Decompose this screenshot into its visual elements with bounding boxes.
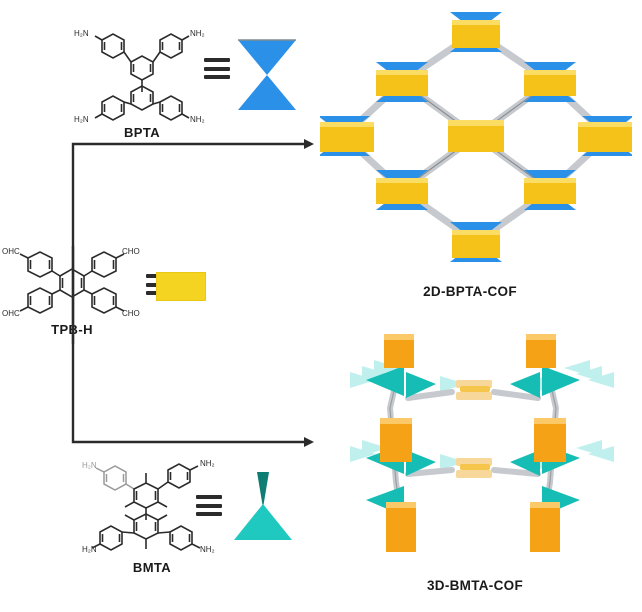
tpbh-group-aldehyde-2: CHO — [122, 247, 140, 256]
arrow-top-head — [304, 139, 314, 149]
cof-2d-node-top — [450, 12, 502, 52]
bmta-group-amine-3: H₂N — [82, 545, 97, 554]
arrow-top — [71, 142, 304, 344]
bpta-group-amine-4: NH₂ — [190, 115, 205, 124]
bmta-group-amine-2: NH₂ — [200, 459, 215, 468]
molecule-bpta-structure: H₂N NH₂ H₂N NH₂ — [72, 18, 212, 128]
bpta-group-amine-1: H₂N — [74, 29, 89, 38]
equivalence-sign-bpta — [204, 58, 230, 79]
cof-2d-node-upper-left — [376, 62, 428, 102]
cof-3d-network-svg — [350, 334, 614, 552]
equivalence-sign-bmta — [196, 495, 222, 516]
motif-blue-bowtie — [238, 38, 296, 112]
bmta-skeletal-svg: H₂N NH₂ H₂N NH₂ — [82, 459, 215, 554]
product-3d-bmta-cof-structure — [348, 322, 640, 577]
bmta-group-amine-4: NH₂ — [200, 545, 215, 554]
motif-teal-cone — [232, 470, 294, 544]
cof-2d-node-upper-right — [524, 62, 576, 102]
arrow-bottom — [71, 246, 304, 444]
cof-2d-node-lower-right — [524, 170, 576, 210]
label-bmta: BMTA — [132, 560, 172, 575]
label-2d-bpta-cof: 2D-BPTA-COF — [423, 284, 517, 299]
cof-2d-network-svg — [318, 12, 634, 262]
teal-cone-icon — [234, 472, 292, 540]
reaction-arrows — [71, 139, 314, 447]
label-3d-bmta-cof: 3D-BMTA-COF — [426, 578, 524, 593]
molecule-bmta-structure: H₂N NH₂ H₂N NH₂ — [82, 452, 222, 564]
cof-3d-central-linkers — [456, 380, 492, 478]
tpbh-group-aldehyde-3: OHC — [2, 309, 20, 318]
label-bpta: BPTA — [123, 125, 161, 140]
motif-yellow-rectangle — [156, 272, 206, 301]
tpbh-group-aldehyde-4: CHO — [122, 309, 140, 318]
tpbh-skeletal-svg: OHC CHO OHC CHO — [2, 247, 140, 318]
product-2d-bpta-cof-structure — [318, 8, 634, 285]
cof-2d-node-bottom — [450, 222, 502, 262]
cof-2d-node-right — [578, 116, 634, 156]
cof-2d-node-center — [448, 120, 504, 152]
tpbh-group-aldehyde-1: OHC — [2, 247, 20, 256]
bpta-group-amine-2: NH₂ — [190, 29, 205, 38]
blue-bowtie-icon — [238, 39, 296, 110]
cof-2d-node-lower-left — [376, 170, 428, 210]
bpta-group-amine-3: H₂N — [74, 115, 89, 124]
molecule-tpbh-structure: OHC CHO OHC CHO — [2, 246, 142, 324]
arrow-bottom-head — [304, 437, 314, 447]
cof-2d-node-left — [318, 116, 374, 156]
bmta-group-amine-1: H₂N — [82, 461, 97, 470]
cof-3d-orange-linkers — [380, 334, 566, 552]
bpta-skeletal-svg: H₂N NH₂ H₂N NH₂ — [74, 29, 205, 124]
